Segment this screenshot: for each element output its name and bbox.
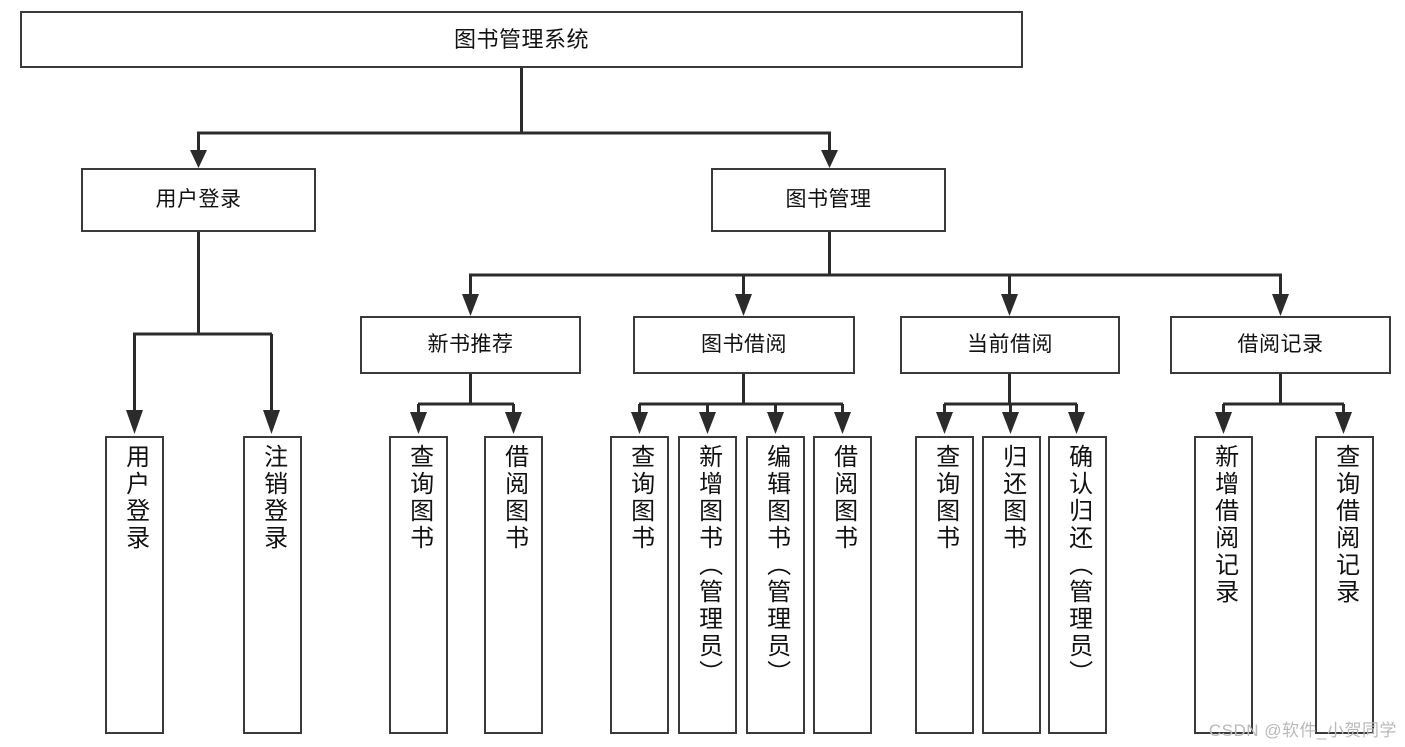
node-label: 新增借阅记录 (1210, 444, 1238, 606)
node-new-book-recommend[interactable]: 新书推荐 (360, 316, 581, 374)
node-current-borrow[interactable]: 当前借阅 (900, 316, 1120, 374)
watermark: CSDN @软件_小贺同学 (1208, 721, 1397, 740)
node-label: 查询图书 (931, 444, 959, 552)
leaf-book-borrow-edit-admin[interactable]: 编辑图书（管理员） (746, 436, 805, 734)
leaf-book-borrow-add-admin[interactable]: 新增图书（管理员） (678, 436, 737, 734)
leaf-borrow-record-add[interactable]: 新增借阅记录 (1194, 436, 1253, 734)
node-label: 借阅图书 (829, 444, 857, 552)
node-label: 用户登录 (121, 444, 149, 552)
node-label: 确认归还（管理员） (1064, 444, 1092, 687)
node-label: 借阅图书 (500, 444, 528, 552)
node-label: 当前借阅 (967, 332, 1053, 356)
node-label: 图书管理 (785, 187, 872, 211)
node-label: 归还图书 (998, 444, 1026, 552)
leaf-new-book-query[interactable]: 查询图书 (389, 436, 448, 734)
node-label: 用户登录 (155, 187, 242, 211)
node-borrow-record[interactable]: 借阅记录 (1170, 316, 1391, 374)
node-label: 编辑图书（管理员） (762, 444, 790, 687)
leaf-book-borrow-query[interactable]: 查询图书 (610, 436, 669, 734)
node-book-management[interactable]: 图书管理 (711, 168, 946, 232)
node-label: 图书借阅 (701, 332, 787, 356)
leaf-user-login-signin[interactable]: 用户登录 (105, 436, 164, 734)
node-label: 查询借阅记录 (1331, 444, 1359, 606)
node-label: 图书管理系统 (453, 26, 589, 52)
leaf-user-login-signout[interactable]: 注销登录 (243, 436, 302, 734)
node-label: 新书推荐 (427, 332, 514, 356)
leaf-current-borrow-query[interactable]: 查询图书 (915, 436, 974, 734)
node-book-borrow[interactable]: 图书借阅 (633, 316, 855, 374)
node-label: 查询图书 (626, 444, 654, 552)
leaf-book-borrow-borrow[interactable]: 借阅图书 (813, 436, 872, 734)
node-label: 新增图书（管理员） (694, 444, 722, 687)
leaf-new-book-borrow[interactable]: 借阅图书 (484, 436, 543, 734)
node-user-login[interactable]: 用户登录 (81, 168, 316, 232)
leaf-current-borrow-confirm-return-admin[interactable]: 确认归还（管理员） (1048, 436, 1107, 734)
node-label: 查询图书 (405, 444, 433, 552)
node-root-book-management-system[interactable]: 图书管理系统 (20, 11, 1023, 68)
node-label: 注销登录 (259, 444, 287, 552)
node-label: 借阅记录 (1237, 332, 1324, 356)
leaf-borrow-record-query[interactable]: 查询借阅记录 (1315, 436, 1374, 734)
leaf-current-borrow-return[interactable]: 归还图书 (982, 436, 1041, 734)
